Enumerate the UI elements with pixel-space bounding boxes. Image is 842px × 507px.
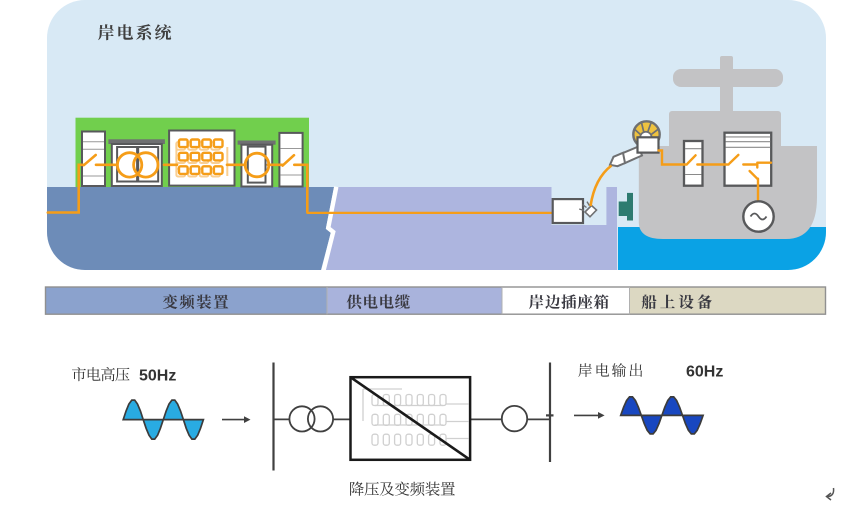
svg-text:50Hz: 50Hz bbox=[139, 368, 176, 385]
svg-text:60Hz: 60Hz bbox=[686, 364, 723, 381]
